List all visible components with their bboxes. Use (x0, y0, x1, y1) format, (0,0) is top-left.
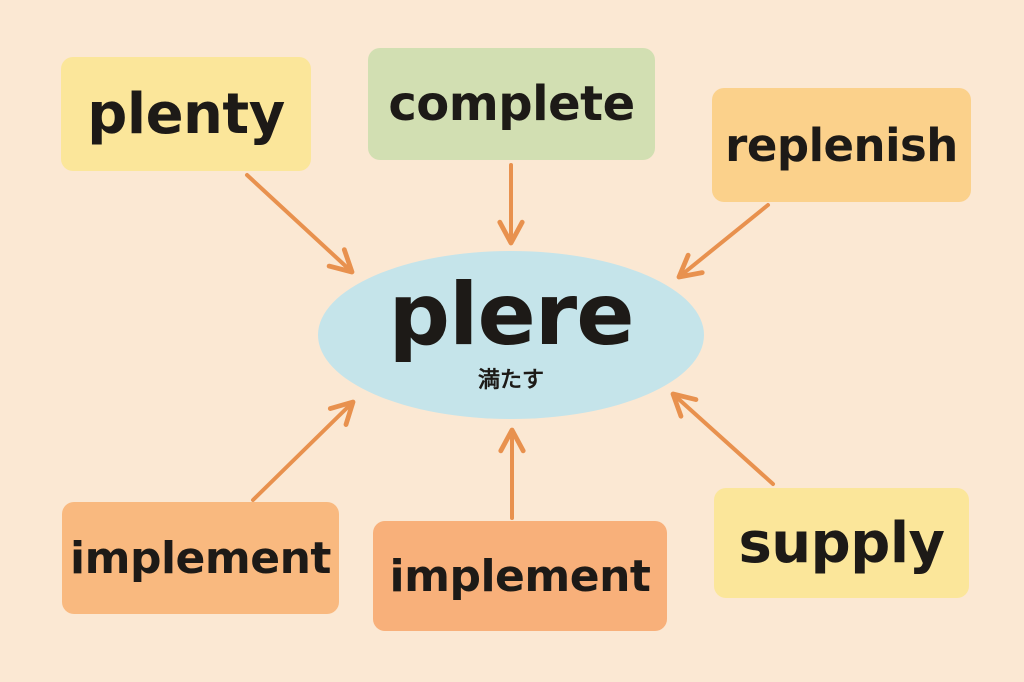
root-word: plere (388, 265, 634, 365)
word-implement-left: implement (70, 532, 331, 584)
word-box-implement-mid: implement (373, 521, 667, 631)
word-box-implement-left: implement (62, 502, 339, 614)
arrow-replenish (676, 203, 770, 280)
word-plenty: plenty (87, 81, 285, 147)
word-box-plenty: plenty (61, 57, 311, 171)
word-replenish: replenish (725, 118, 958, 172)
arrow-supply (670, 391, 775, 486)
word-box-replenish: replenish (712, 88, 971, 202)
arrow-plenty (245, 173, 355, 275)
word-implement-mid: implement (389, 550, 651, 602)
root-meaning: 満たす (477, 368, 544, 393)
word-supply: supply (738, 510, 945, 576)
root-ellipse: plere 満たす (318, 251, 704, 419)
arrow-implement-left (251, 399, 356, 502)
word-complete: complete (388, 76, 635, 132)
word-box-complete: complete (368, 48, 655, 160)
word-box-supply: supply (714, 488, 969, 598)
